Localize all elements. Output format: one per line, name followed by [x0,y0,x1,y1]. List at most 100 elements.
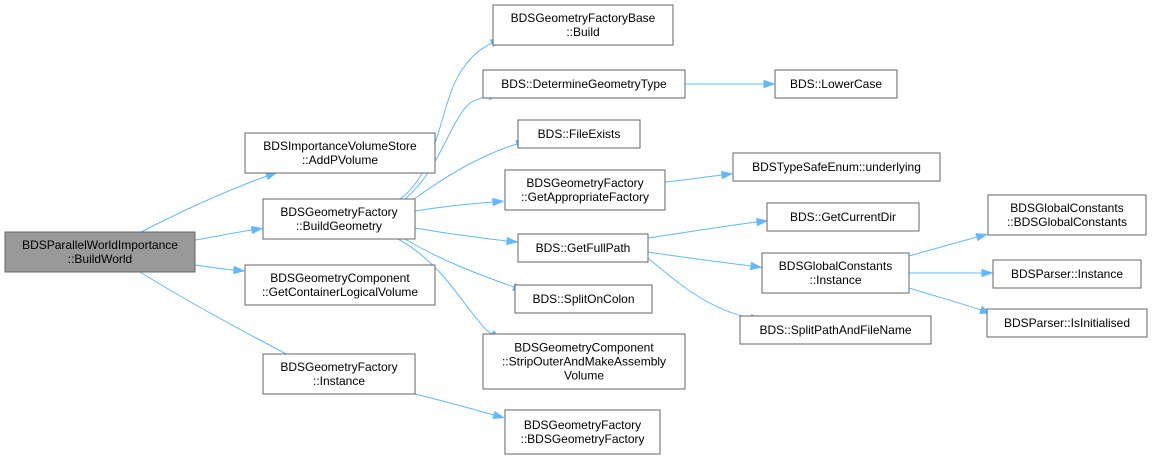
node-fileexists[interactable]: BDS::FileExists [517,119,641,149]
edge-arrowhead [492,410,506,419]
edge-gcinst-to-parserinst [909,268,994,278]
node-label-line: BDSGeometryFactory [524,418,641,432]
node-label-line: ::BDSGeometryFactory [520,432,644,446]
node-label-line: ::Instance [809,273,861,287]
edge-line [399,42,493,200]
edge-line [647,257,752,319]
node-label-line: BDS::SplitPathAndFileName [759,323,911,337]
node-label-line: BDSGeometryFactory [526,176,643,190]
node-label-line: BDSParser::IsInitialised [1004,316,1130,330]
node-box [244,132,436,174]
node-strip[interactable]: BDSGeometryComponent::StripOuterAndMakeA… [482,333,686,390]
node-label-line: ::Build [566,25,599,39]
node-label-line: Volume [564,369,604,383]
edge-line [414,393,495,416]
edge-arrowhead [721,170,734,180]
node-underlying[interactable]: BDSTypeSafeEnum::underlying [732,152,941,182]
node-addpv[interactable]: BDSImportanceVolumeStore::AddPVolume [244,132,436,174]
node-label-line: BDSGeometryFactory [280,205,397,219]
node-parserinit[interactable]: BDSParser::IsInitialised [986,308,1148,338]
node-splitpath[interactable]: BDS::SplitPathAndFileName [739,315,932,345]
edge-getfull-to-splitpath [647,257,763,323]
node-getcur[interactable]: BDS::GetCurrentDir [766,202,920,232]
node-box [761,252,910,294]
node-buildgeo[interactable]: BDSGeometryFactory::BuildGeometry [262,198,416,240]
edge-line [194,264,235,271]
node-label-line: BDS::GetCurrentDir [790,210,896,224]
edge-line [140,175,268,233]
edge-arrowhead [233,265,246,275]
node-box [482,333,686,390]
node-getcont[interactable]: BDSGeometryComponent::GetContainerLogica… [244,264,436,306]
node-box [262,353,416,395]
edge-line [194,229,253,241]
edge-root-to-getcont [194,264,246,275]
nodes-layer: BDSParallelWorldImportance::BuildWorldBD… [4,4,1148,455]
edge-gcinst-to-gcctor [908,233,989,257]
edge-buildgeo-to-getapp [414,197,505,212]
node-box [4,231,196,273]
edge-line [139,271,293,358]
node-gfbbuild[interactable]: BDSGeometryFactoryBase::Build [492,4,674,46]
node-box [766,202,920,232]
node-box [244,264,436,306]
node-label-line: ::Instance [313,374,365,388]
edge-line [414,227,508,242]
node-label-line: BDSGeometryComponent [270,271,410,285]
node-box [992,259,1142,289]
node-box [774,69,898,99]
node-box [504,409,661,455]
node-box [262,198,416,240]
edge-line [414,201,494,212]
edge-arrowhead [250,225,264,235]
node-label-line: BDSTypeSafeEnum::underlying [752,160,921,174]
node-box [517,233,649,263]
edge-gfinst-to-gfctor [414,393,506,419]
edge-line [908,236,978,257]
edge-detgeo-to-lower [685,79,776,89]
edge-root-to-addpv [140,172,278,233]
node-box [986,308,1148,338]
node-gcctor[interactable]: BDSGlobalConstants::BDSGlobalConstants [987,194,1147,236]
node-gcinst[interactable]: BDSGlobalConstants::Instance [761,252,910,294]
edge-root-to-buildgeo [194,225,264,241]
node-label-line: BDSParallelWorldImportance [22,238,178,252]
edge-line [647,221,758,239]
node-getapp[interactable]: BDSGeometryFactory::GetAppropriateFactor… [504,169,666,211]
edge-arrowhead [981,268,994,278]
edge-buildgeo-to-getfull [414,227,519,246]
edge-arrowhead [749,261,763,271]
edge-line [404,95,490,200]
node-box [514,284,653,314]
edge-line [647,251,752,267]
node-label-line: ::BuildGeometry [296,219,382,233]
node-split[interactable]: BDS::SplitOnColon [514,284,653,314]
node-box [987,194,1147,236]
node-label-line: BDSGeometryFactoryBase [511,11,656,25]
node-getfull[interactable]: BDS::GetFullPath [517,233,649,263]
node-box [482,69,686,99]
node-gfctor[interactable]: BDSGeometryFactory::BDSGeometryFactory [504,409,661,455]
edge-line [908,287,982,311]
node-detgeo[interactable]: BDS::DetermineGeometryType [482,69,686,99]
node-parserinst[interactable]: BDSParser::Instance [992,259,1142,289]
node-label-line: ::StripOuterAndMakeAssembly [502,355,666,369]
node-label-line: BDS::SplitOnColon [532,292,634,306]
edge-arrowhead [763,79,776,89]
edge-line [409,143,518,203]
node-box [517,119,641,149]
node-label-line: BDS::FileExists [538,127,621,141]
edge-line [664,174,723,183]
node-root[interactable]: BDSParallelWorldImportance::BuildWorld [4,231,196,273]
node-lower[interactable]: BDS::LowerCase [774,69,898,99]
node-label-line: BDSImportanceVolumeStore [263,139,417,153]
edge-getfull-to-gcinst [647,251,763,271]
edge-line [397,238,493,335]
node-label-line: BDSGeometryFactory [280,360,397,374]
node-label-line: BDSGeometryComponent [514,341,654,355]
node-gfinst[interactable]: BDSGeometryFactory::Instance [262,353,416,395]
edge-arrowhead [265,172,278,181]
node-label-line: BDS::GetFullPath [536,241,631,255]
node-label-line: BDSGlobalConstants [1010,201,1123,215]
